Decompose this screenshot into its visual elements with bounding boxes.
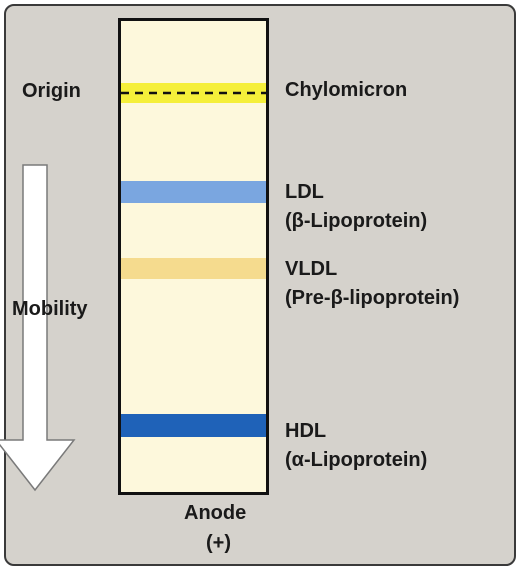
origin-label: Origin: [22, 80, 81, 102]
ldl-alias-label: (β-Lipoprotein): [285, 210, 428, 232]
hdl-label: HDL: [285, 420, 327, 442]
anode-label: Anode: [184, 502, 247, 524]
hdl-band: [121, 414, 266, 437]
mobility-label: Mobility: [12, 298, 88, 320]
gel-lane: [118, 18, 269, 495]
vldl-band: [121, 258, 266, 279]
vldl-label: VLDL: [285, 258, 338, 280]
ldl-label: LDL: [285, 181, 324, 203]
chylomicron-label: Chylomicron: [285, 79, 408, 101]
anode-sign-label: (+): [206, 532, 231, 554]
origin-line: [121, 91, 266, 95]
ldl-band: [121, 181, 266, 203]
vldl-alias-label: (Pre-β-lipoprotein): [285, 287, 460, 309]
hdl-alias-label: (α-Lipoprotein): [285, 449, 428, 471]
